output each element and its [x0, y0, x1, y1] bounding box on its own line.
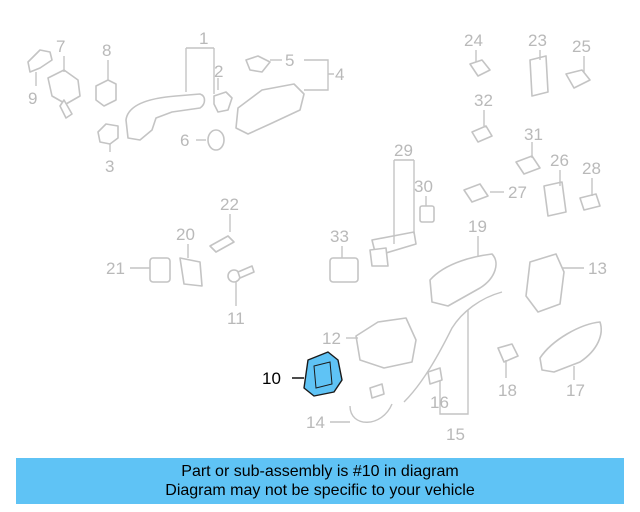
callout-26: 26	[550, 151, 569, 170]
part-3-bezel[interactable]	[97, 123, 119, 145]
banner-part-line: Part or sub-assembly is #10 in diagram	[181, 463, 459, 480]
part-16-cable[interactable]	[403, 291, 503, 403]
callout-29: 29	[394, 141, 413, 160]
callout-7: 7	[56, 37, 65, 56]
exploded-parts-diagram: 1 2 3 4 5 6 7 8 9 10 11 12 13 14 15 16 1…	[27, 29, 607, 444]
part-32-bolt[interactable]	[471, 125, 493, 143]
callout-22: 22	[220, 195, 239, 214]
callout-9: 9	[28, 89, 37, 108]
callout-labels: 1 2 3 4 5 6 7 8 9 10 11 12 13 14 15 16 1…	[28, 29, 607, 444]
part-13-actuator[interactable]	[525, 253, 565, 313]
part-14-cable[interactable]	[349, 383, 393, 423]
part-17-handle[interactable]	[539, 321, 602, 373]
part-2-clip[interactable]	[213, 91, 233, 113]
callout-6: 6	[180, 131, 189, 150]
part-12-latch-housing[interactable]	[355, 317, 417, 369]
part-18-bolt[interactable]	[497, 343, 519, 363]
part-31-bolt[interactable]	[515, 155, 541, 175]
part-33-pad[interactable]	[329, 257, 359, 283]
callout-10[interactable]: 10	[262, 369, 281, 388]
part-29-rod-assembly[interactable]	[369, 231, 417, 267]
part-26-bracket[interactable]	[543, 181, 567, 217]
callout-12: 12	[322, 329, 341, 348]
callout-32: 32	[474, 91, 493, 110]
part-11-bolt[interactable]	[227, 265, 255, 283]
part-24-bolt[interactable]	[469, 59, 491, 77]
callout-23: 23	[528, 31, 547, 50]
part-info-banner: Part or sub-assembly is #10 in diagram D…	[16, 458, 624, 504]
callout-25: 25	[572, 37, 591, 56]
callout-28: 28	[582, 159, 601, 178]
leader-lines	[35, 47, 593, 423]
part-4-handle-frame[interactable]	[235, 83, 305, 135]
part-7-lock-cylinder[interactable]	[47, 69, 81, 119]
callout-14: 14	[306, 413, 325, 432]
part-6-seal[interactable]	[207, 129, 225, 151]
callout-20: 20	[176, 225, 195, 244]
callout-16: 16	[430, 393, 449, 412]
part-30-clip[interactable]	[419, 205, 435, 223]
part-21-plate[interactable]	[149, 257, 171, 283]
callout-11: 11	[227, 309, 245, 328]
callout-18: 18	[498, 381, 517, 400]
callout-33: 33	[330, 227, 349, 246]
part-10-door-latch[interactable]	[303, 351, 343, 397]
banner-disclaimer-line: Diagram may not be specific to your vehi…	[165, 482, 475, 499]
callout-13: 13	[588, 259, 607, 278]
callout-30: 30	[414, 177, 433, 196]
part-20-bracket[interactable]	[179, 257, 203, 287]
part-28-bolt[interactable]	[579, 193, 601, 211]
part-5-bolt[interactable]	[245, 55, 271, 73]
part-19-inside-handle[interactable]	[429, 253, 497, 307]
part-1-outside-handle[interactable]	[125, 93, 206, 141]
part-27-bolt[interactable]	[463, 183, 489, 203]
callout-15: 15	[446, 425, 465, 444]
callout-24: 24	[464, 31, 483, 50]
callout-27: 27	[508, 183, 527, 202]
part-23-bracket[interactable]	[529, 55, 549, 97]
callout-2: 2	[214, 62, 223, 81]
part-8-bracket[interactable]	[95, 79, 117, 107]
callout-19: 19	[468, 217, 487, 236]
callout-31: 31	[524, 125, 543, 144]
callout-17: 17	[566, 381, 585, 400]
callout-21: 21	[106, 259, 125, 278]
callout-3: 3	[105, 157, 114, 176]
callout-1: 1	[199, 29, 208, 48]
part-9-cap[interactable]	[27, 49, 53, 73]
callout-8: 8	[102, 41, 111, 60]
callout-4: 4	[335, 65, 344, 84]
part-25-bolt[interactable]	[565, 69, 591, 89]
callout-5: 5	[285, 51, 294, 70]
part-22-bolt[interactable]	[209, 235, 235, 253]
